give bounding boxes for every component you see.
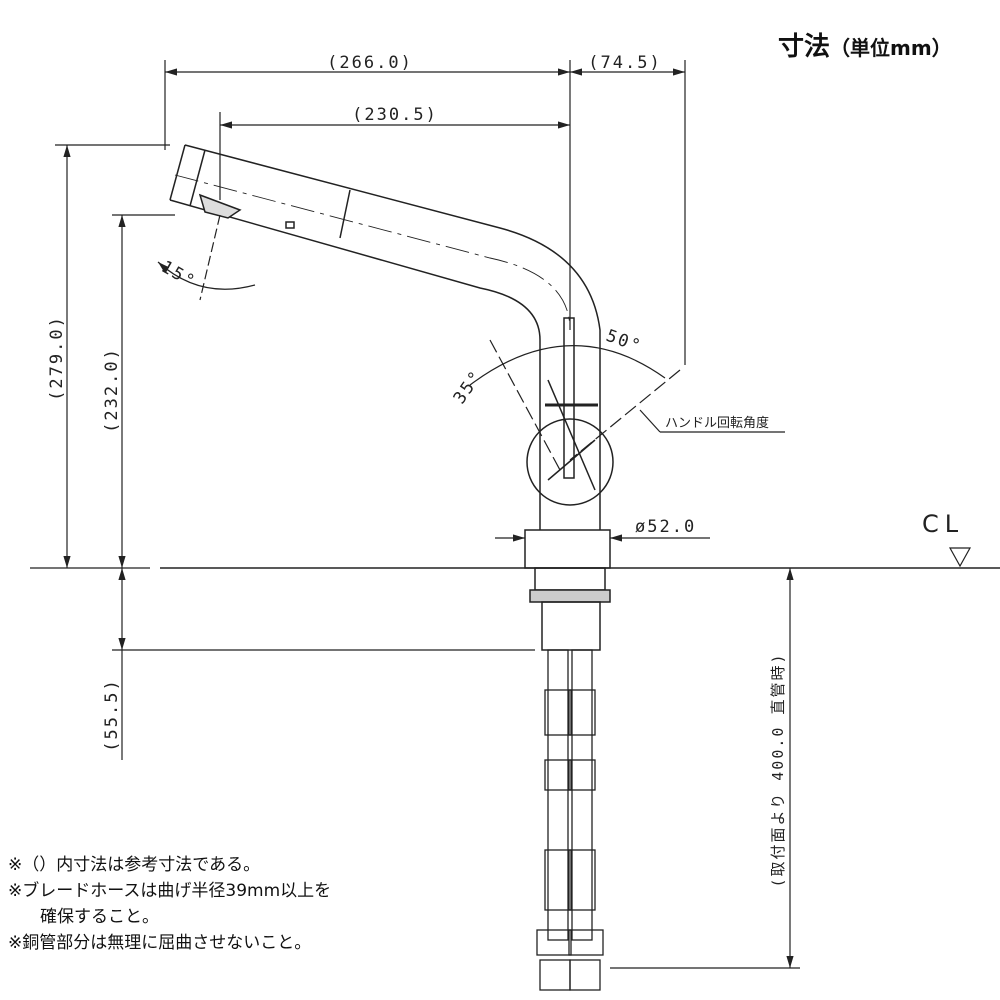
dim-spout-angle: 15° bbox=[158, 257, 200, 293]
handle-rotation-label: ハンドル回転角度 bbox=[665, 415, 769, 431]
dim-base-diameter: ø52.0 bbox=[635, 517, 696, 537]
dim-handle-angle-left: 35° bbox=[450, 366, 487, 408]
title-text: 寸法 bbox=[778, 32, 831, 62]
spout-angle-line bbox=[199, 214, 221, 301]
dim-handle-angle-right: 50° bbox=[603, 326, 644, 357]
title-unit: （単位mm） bbox=[830, 36, 952, 60]
dim-handle-offset: (74.5) bbox=[588, 53, 661, 73]
centerline-triangle-icon bbox=[948, 547, 972, 568]
spout bbox=[169, 144, 601, 440]
dim-overall-height: (279.0) bbox=[47, 315, 67, 401]
handle-limit-left bbox=[489, 339, 561, 471]
notes: ※（）内寸法は参考寸法である。 ※ブレードホースは曲げ半径39mm以上を 確保す… bbox=[8, 852, 331, 956]
leader-line bbox=[639, 409, 661, 433]
dim-spout-reach: (230.5) bbox=[352, 105, 438, 125]
dim-spout-height: (232.0) bbox=[102, 347, 122, 433]
note: 確保すること。 bbox=[40, 907, 159, 927]
dim-below-deck: (55.5) bbox=[102, 678, 122, 751]
page-title: 寸法（単位mm） bbox=[778, 26, 952, 63]
dim-overall-reach: (266.0) bbox=[327, 53, 413, 73]
braided-hoses bbox=[536, 649, 604, 991]
handle-angle-arc bbox=[469, 345, 666, 386]
handle-limit-right bbox=[569, 369, 681, 461]
centerline-label: CL bbox=[922, 510, 964, 538]
center-line bbox=[174, 174, 571, 331]
note: ※（）内寸法は参考寸法である。 bbox=[8, 855, 261, 875]
note: ※ブレードホースは曲げ半径39mm以上を bbox=[8, 881, 332, 901]
note: ※銅管部分は無理に屈曲させないこと。 bbox=[8, 933, 312, 953]
dim-hose-length: (取付面より 400.0 直管時) bbox=[769, 653, 787, 888]
